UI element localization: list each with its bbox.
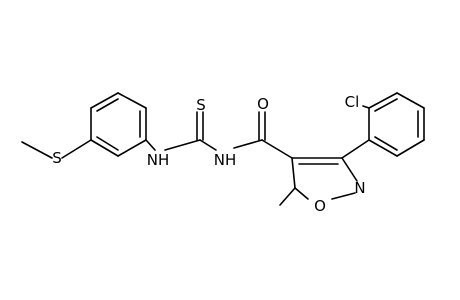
atom-o-ring: O <box>314 197 326 215</box>
atom-s-methylthio: S <box>52 149 62 167</box>
bond-co-c4 <box>261 139 293 159</box>
bond-c5-c4 <box>291 157 296 189</box>
atom-cl: Cl <box>345 93 360 111</box>
bond-ringA-inner-3 <box>96 136 119 151</box>
bond-ringB-inner-1 <box>374 98 398 112</box>
atom-o-carbonyl: O <box>257 95 269 113</box>
atom-nh-right: NH <box>214 151 237 169</box>
bond-ringB-inner-3 <box>374 136 398 151</box>
bond-layer <box>21 92 425 206</box>
bond-ringB-2 <box>368 92 398 109</box>
bond-aryl-nh <box>145 139 156 151</box>
bond-nh-co <box>233 139 263 149</box>
bond-n-o <box>331 192 356 200</box>
bond-nh-cs <box>164 139 201 151</box>
bond-ringA-6 <box>90 139 119 157</box>
bond-ringA-5 <box>117 139 147 157</box>
bond-ringB-6 <box>368 139 398 157</box>
bond-ring-cl <box>362 105 370 109</box>
atom-s-thione: S <box>196 96 206 114</box>
atom-nh-left: NH <box>147 151 170 169</box>
atom-label-layer: S NH S NH O Cl N O <box>52 93 365 215</box>
atom-n-ring: N <box>354 179 365 197</box>
bond-c5-methyl <box>279 187 296 206</box>
bond-ringA-3 <box>117 92 147 109</box>
bond-ringB-3 <box>396 92 425 109</box>
bond-c3-n <box>341 157 358 182</box>
bond-ringA-2 <box>90 92 119 109</box>
bond-cs-nh <box>199 139 217 151</box>
bond-o-c5 <box>294 187 309 200</box>
bond-s-aryl <box>61 139 92 159</box>
bond-ringB-5 <box>396 139 425 157</box>
bond-c3-aryl <box>341 139 370 159</box>
bond-methyl-s <box>21 141 53 159</box>
bond-ringA-inner-1 <box>96 98 119 112</box>
